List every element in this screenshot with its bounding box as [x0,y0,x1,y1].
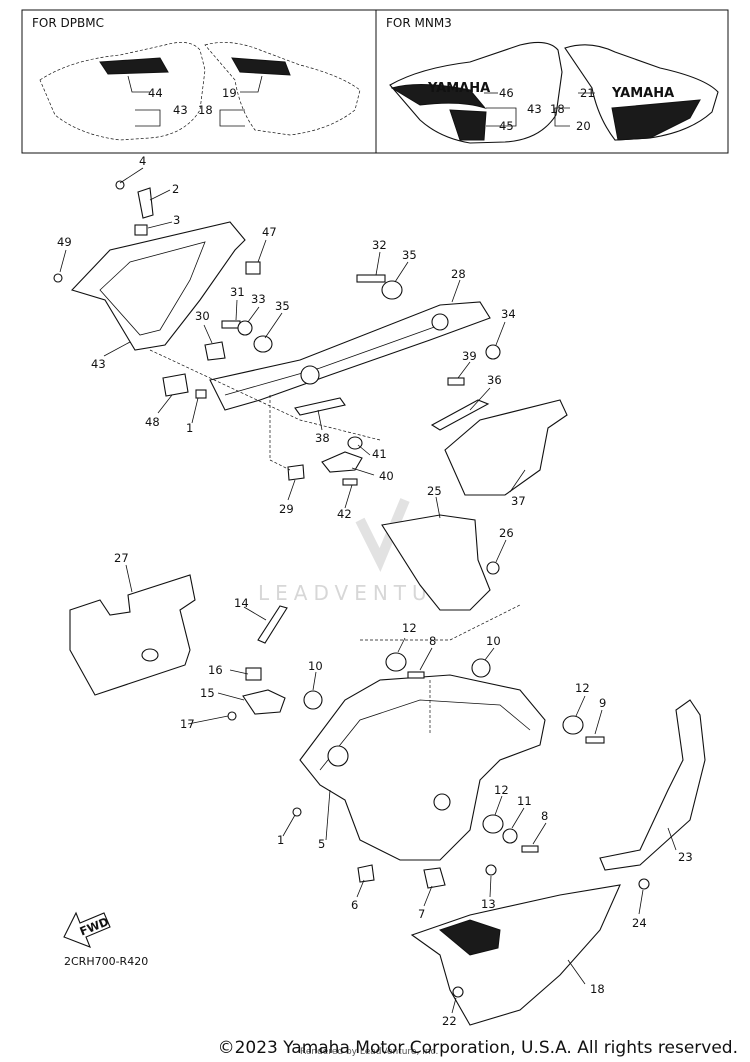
callout-33: 33 [251,292,266,306]
callout-29: 29 [279,502,294,516]
callout-38: 38 [315,431,330,445]
fwd-arrow: FWD [63,911,111,948]
callout-1: 1 [186,421,193,435]
copyright: ©2023 Yamaha Motor Corporation, U.S.A. A… [217,1038,738,1058]
callout-2: 2 [172,182,179,196]
callout-43: 43 [527,102,542,116]
callout-18: 18 [550,102,565,116]
callout-10: 10 [308,659,323,673]
callout-41: 41 [372,447,387,461]
callout-43: 43 [173,103,188,117]
diagram-code: 2CRH700-R420 [64,955,149,968]
callout-3: 3 [173,213,180,227]
callout-22: 22 [442,1014,457,1028]
callout-44: 44 [148,86,163,100]
leader-lines [59,167,677,1014]
variant-title: FOR MNM3 [386,16,452,30]
callout-4: 4 [139,154,146,168]
callout-1: 1 [277,833,284,847]
callout-12: 12 [575,681,590,695]
callout-27: 27 [114,551,129,565]
callout-17: 17 [180,717,195,731]
callout-39: 39 [462,349,477,363]
callout-21: 21 [580,86,595,100]
callout-37: 37 [511,494,526,508]
callout-8: 8 [541,809,548,823]
callout-11: 11 [517,794,532,808]
callout-30: 30 [195,309,210,323]
callout-16: 16 [208,663,223,677]
callout-31: 31 [230,285,245,299]
callout-25: 25 [427,484,442,498]
variant-title: FOR DPBMC [32,16,104,30]
callout-23: 23 [678,850,693,864]
callout-24: 24 [632,916,647,930]
callout-10: 10 [486,634,501,648]
parts-upper [53,180,568,611]
variant-box-mnm3: FOR MNM3 YAMAHA YAMAHA 46 43 18 21 45 20 [375,9,729,154]
callout-36: 36 [487,373,502,387]
callout-18: 18 [198,103,213,117]
variant-leaders [127,75,263,127]
callout-8: 8 [429,634,436,648]
callout-20: 20 [576,119,591,133]
yamaha-logo-right: YAMAHA [611,86,674,101]
callout-12: 12 [402,621,417,635]
parts-lower [69,574,706,1026]
yamaha-logo-left: YAMAHA [427,81,490,96]
callout-43: 43 [91,357,106,371]
callout-42: 42 [337,507,352,521]
callouts: 1 1 2 3 4 5 6 7 8 8 9 10 10 11 12 12 12 … [57,154,693,1028]
variant-leaders [484,92,595,127]
callout-19: 19 [222,86,237,100]
callout-40: 40 [379,469,394,483]
callout-7: 7 [418,907,425,921]
callout-35: 35 [275,299,290,313]
callout-9: 9 [599,696,606,710]
callout-35: 35 [402,248,417,262]
callout-15: 15 [200,686,215,700]
callout-48: 48 [145,415,160,429]
callout-18: 18 [590,982,605,996]
callout-47: 47 [262,225,277,239]
callout-45: 45 [499,119,514,133]
callout-13: 13 [481,897,496,911]
callout-5: 5 [318,837,325,851]
callout-34: 34 [501,307,516,321]
callout-32: 32 [372,238,387,252]
callout-6: 6 [351,898,358,912]
callout-28: 28 [451,267,466,281]
callout-12: 12 [494,783,509,797]
rendered-by: Rendered by LeadVenture, Inc. [300,1047,439,1057]
callout-26: 26 [499,526,514,540]
callout-49: 49 [57,235,72,249]
callout-14: 14 [234,596,249,610]
callout-46: 46 [499,86,514,100]
fwd-label: FWD [78,914,111,938]
variant-box-dpbmc: FOR DPBMC 44 43 18 19 [21,9,377,154]
